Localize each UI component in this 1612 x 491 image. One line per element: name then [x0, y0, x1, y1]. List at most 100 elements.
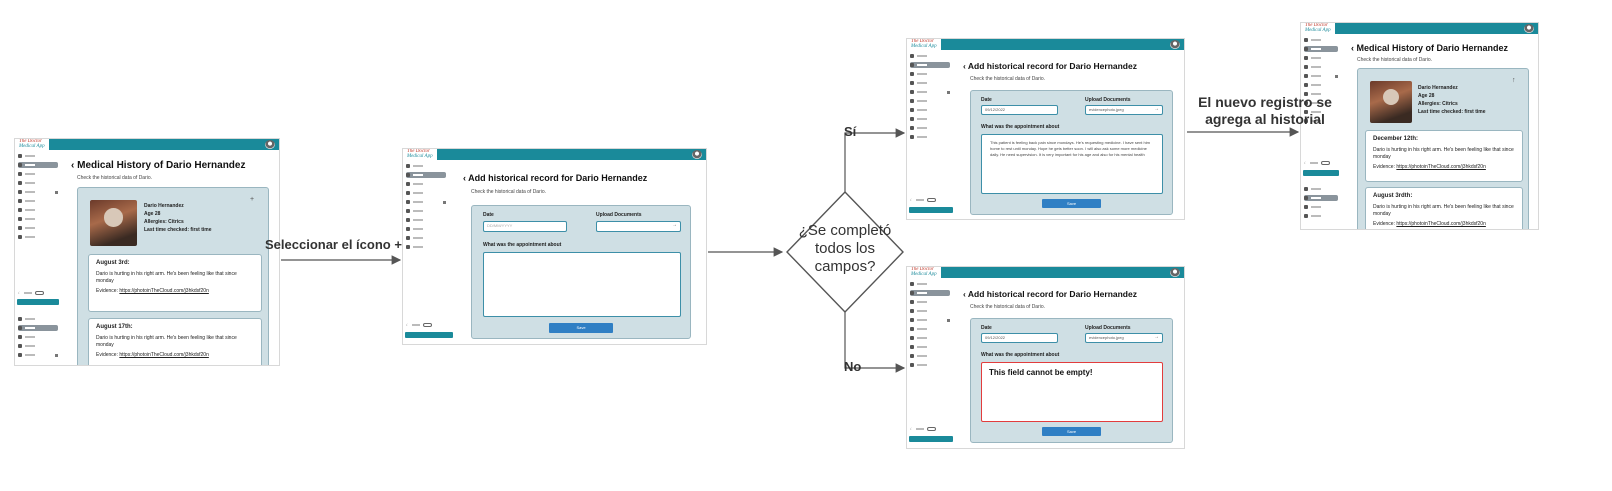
- sidebar-item[interactable]: [910, 335, 950, 341]
- sidebar-item[interactable]: [406, 181, 446, 187]
- sidebar-item[interactable]: [1304, 37, 1338, 43]
- save-button[interactable]: Save: [1042, 427, 1101, 436]
- doc-icon: [910, 72, 914, 76]
- sidebar-item[interactable]: [910, 344, 950, 350]
- logout-button[interactable]: [1303, 170, 1339, 176]
- sidebar-item-active[interactable]: [406, 172, 446, 178]
- logout-button[interactable]: [17, 299, 59, 305]
- sidebar-item[interactable]: [910, 299, 950, 305]
- sidebar-item[interactable]: [406, 244, 446, 250]
- add-record-plus-icon[interactable]: ↑: [1512, 77, 1516, 84]
- sidebar-item[interactable]: [910, 116, 950, 122]
- sidebar-item-active[interactable]: [910, 62, 950, 68]
- sidebar-item[interactable]: [910, 281, 950, 287]
- sidebar-item[interactable]: [1304, 82, 1338, 88]
- sidebar-item-active[interactable]: [1304, 195, 1338, 201]
- sidebar-item[interactable]: [910, 71, 950, 77]
- home-icon: [18, 154, 22, 158]
- save-button[interactable]: Save: [1042, 199, 1101, 208]
- sidebar-item[interactable]: [910, 89, 950, 95]
- dark-mode-toggle[interactable]: ☾: [18, 290, 44, 295]
- dark-mode-toggle[interactable]: ☾: [406, 322, 432, 327]
- sidebar-item[interactable]: [406, 190, 446, 196]
- evidence-link[interactable]: https://photoinTheCloud.com/j3hkdsf20n: [1396, 164, 1486, 170]
- sidebar-item[interactable]: [406, 217, 446, 223]
- sidebar-item[interactable]: [1304, 186, 1338, 192]
- sidebar-item[interactable]: [910, 326, 950, 332]
- sidebar-item[interactable]: [18, 216, 58, 222]
- save-button[interactable]: Save: [549, 323, 613, 333]
- calendar-icon: [1304, 214, 1308, 218]
- sidebar-item[interactable]: [18, 153, 58, 159]
- sidebar-item[interactable]: [910, 98, 950, 104]
- sidebar-item[interactable]: [1304, 118, 1338, 124]
- sidebar-item[interactable]: [18, 171, 58, 177]
- sidebar-item[interactable]: [910, 317, 950, 323]
- sidebar-item[interactable]: [1304, 100, 1338, 106]
- top-bar: [907, 267, 1184, 278]
- user-avatar-icon[interactable]: [1170, 268, 1180, 277]
- sidebar-item-active[interactable]: [18, 325, 58, 331]
- upload-input[interactable]: evidencephoto.jpeg→: [1085, 333, 1163, 343]
- user-avatar-icon[interactable]: [692, 150, 702, 159]
- sidebar-item[interactable]: [910, 353, 950, 359]
- sidebar-item[interactable]: [1304, 64, 1338, 70]
- sidebar-item[interactable]: [910, 53, 950, 59]
- patient-allergies: Allergies: Citrics: [144, 219, 184, 225]
- sidebar-item[interactable]: [18, 334, 58, 340]
- date-input[interactable]: 09/12/2022: [981, 333, 1058, 343]
- sidebar-item[interactable]: [406, 235, 446, 241]
- user-avatar-icon[interactable]: [265, 140, 275, 149]
- user-avatar-icon[interactable]: [1524, 24, 1534, 33]
- date-input[interactable]: DD/MM/YYYY: [483, 221, 567, 232]
- sidebar-item[interactable]: [406, 208, 446, 214]
- sidebar-item-active[interactable]: [18, 162, 58, 168]
- logout-button[interactable]: [909, 436, 953, 442]
- sidebar-item[interactable]: [910, 107, 950, 113]
- upload-input[interactable]: evidencephoto.jpeg→: [1085, 105, 1163, 115]
- sidebar-item[interactable]: [18, 352, 58, 358]
- sidebar-item[interactable]: [18, 234, 58, 240]
- sidebar-item[interactable]: [1304, 91, 1338, 97]
- sidebar-item[interactable]: [18, 316, 58, 322]
- sidebar-item[interactable]: [406, 199, 446, 205]
- dark-mode-toggle[interactable]: ☾: [910, 197, 936, 202]
- sidebar-item[interactable]: [1304, 109, 1338, 115]
- date-input[interactable]: 09/12/2022: [981, 105, 1058, 115]
- appointment-textarea[interactable]: This patient is feeling back pain since …: [981, 134, 1163, 194]
- sidebar-item[interactable]: [1304, 204, 1338, 210]
- sidebar-item[interactable]: [18, 225, 58, 231]
- sidebar-item[interactable]: [18, 189, 58, 195]
- sidebar-item[interactable]: [18, 343, 58, 349]
- add-record-plus-icon[interactable]: +: [250, 196, 255, 203]
- sidebar-item[interactable]: [18, 198, 58, 204]
- sidebar-item-active[interactable]: [1304, 46, 1338, 52]
- dark-mode-toggle[interactable]: ☾: [910, 426, 936, 431]
- sidebar-item[interactable]: [406, 163, 446, 169]
- sidebar-item[interactable]: [18, 180, 58, 186]
- sidebar-item[interactable]: [1304, 213, 1338, 219]
- appointment-label: What was the appointment about: [483, 242, 562, 248]
- sidebar-item[interactable]: [406, 226, 446, 232]
- sidebar-item[interactable]: [910, 80, 950, 86]
- dark-mode-toggle[interactable]: ☾: [1304, 160, 1330, 165]
- sidebar-item[interactable]: [18, 207, 58, 213]
- evidence-link[interactable]: https://photoinTheCloud.com/j3hkdsf20n: [119, 352, 209, 358]
- sidebar-item[interactable]: [910, 362, 950, 368]
- sidebar-item[interactable]: [910, 125, 950, 131]
- sidebar-item[interactable]: [910, 134, 950, 140]
- sidebar-item-active[interactable]: [910, 290, 950, 296]
- upload-input[interactable]: →: [596, 221, 681, 232]
- evidence-link[interactable]: https://photoinTheCloud.com/j3hkdsf20n: [1396, 221, 1486, 227]
- logout-button[interactable]: [405, 332, 453, 338]
- appointment-textarea-error[interactable]: This field cannot be empty!: [981, 362, 1163, 422]
- sidebar-item[interactable]: [910, 308, 950, 314]
- sidebar-item[interactable]: [1304, 55, 1338, 61]
- sidebar-item[interactable]: [1304, 73, 1338, 79]
- sidebar: [15, 150, 61, 365]
- appointment-textarea[interactable]: [483, 252, 681, 317]
- sidebar: [403, 160, 449, 344]
- user-avatar-icon[interactable]: [1170, 40, 1180, 49]
- logout-button[interactable]: [909, 207, 953, 213]
- evidence-link[interactable]: https://photoinTheCloud.com/j3hkdsf20n: [119, 288, 209, 294]
